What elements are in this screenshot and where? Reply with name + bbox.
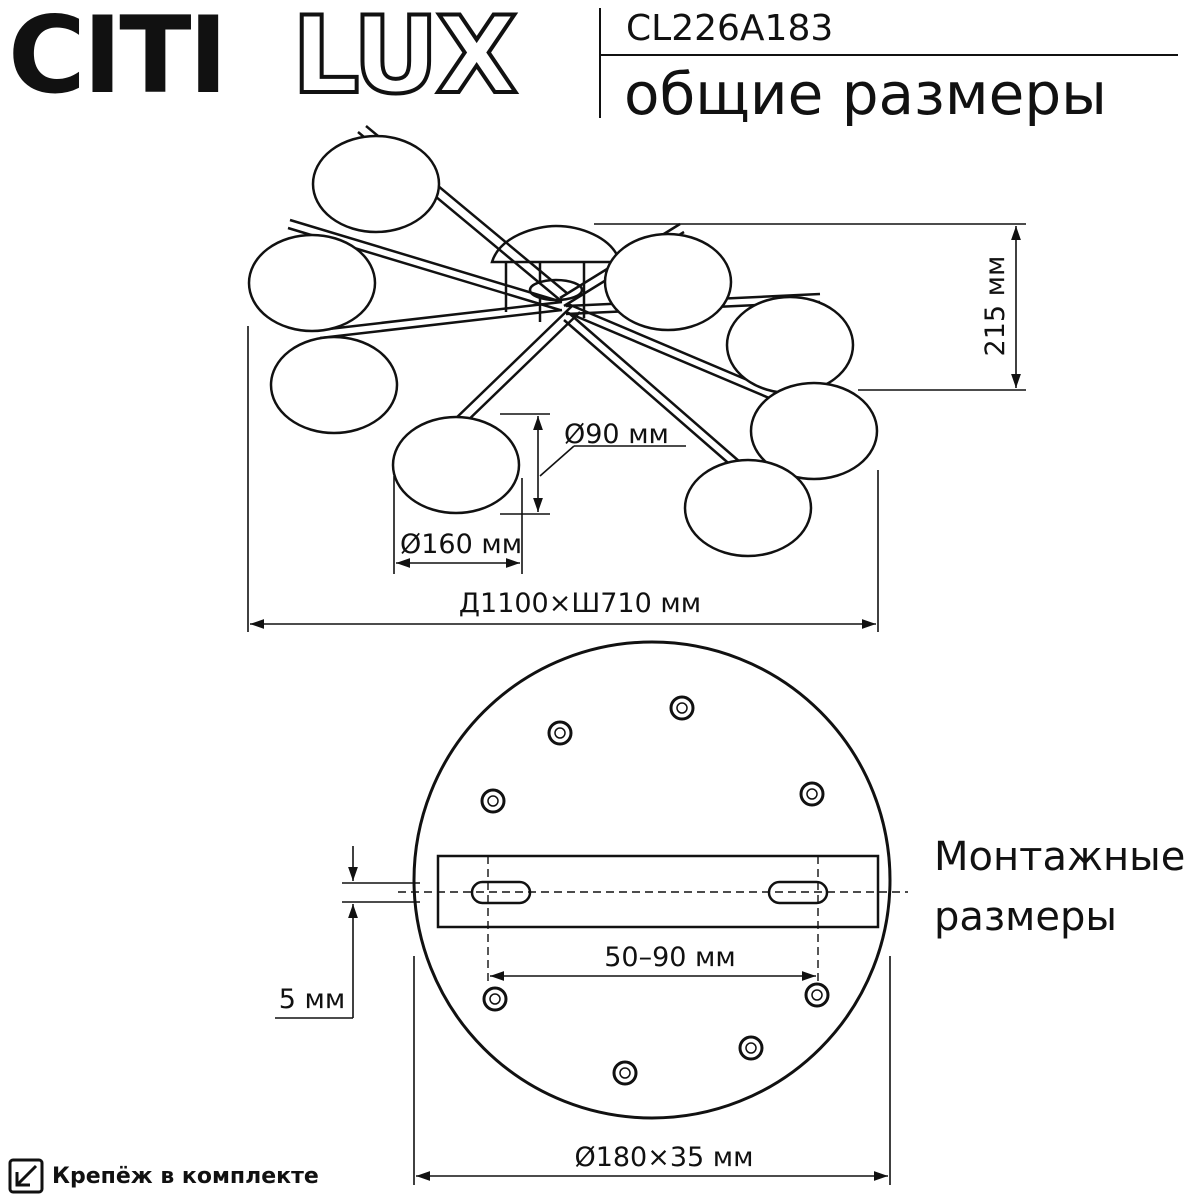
arm bbox=[319, 300, 563, 340]
hole-spacing-label: 50–90 мм bbox=[604, 942, 736, 973]
shade-width-label: Ø160 мм bbox=[400, 529, 522, 560]
glass-shade bbox=[749, 381, 879, 481]
glass-shade bbox=[683, 458, 813, 558]
hole bbox=[804, 982, 830, 1008]
dimension-lines-top bbox=[247, 223, 1026, 632]
shades bbox=[247, 134, 879, 558]
canopy bbox=[490, 224, 622, 264]
fasteners-note: Крепёж в комплекте bbox=[8, 1158, 319, 1194]
arm bbox=[563, 313, 741, 469]
glass-shade bbox=[311, 134, 441, 234]
hole bbox=[669, 695, 695, 721]
glass-shade bbox=[269, 335, 399, 435]
hole bbox=[612, 1060, 638, 1086]
base-circle bbox=[412, 640, 892, 1120]
mounting-label-line1: Монтажные bbox=[934, 834, 1185, 880]
base-dimension-label: Ø180×35 мм bbox=[574, 1142, 753, 1173]
fixing-holes bbox=[480, 695, 830, 1086]
shade-height-label: Ø90 мм bbox=[564, 419, 669, 450]
page-subtitle: общие размеры bbox=[624, 60, 1107, 128]
hole bbox=[799, 781, 825, 807]
mounting-base bbox=[412, 640, 892, 1120]
hole bbox=[738, 1035, 764, 1061]
logo-text-lux: LUX bbox=[292, 0, 516, 117]
center-lines bbox=[398, 856, 908, 985]
hole bbox=[547, 720, 573, 746]
mounting-label-line2: размеры bbox=[934, 894, 1117, 940]
hole bbox=[480, 788, 506, 814]
overall-dimension-label: Д1100×Ш710 мм bbox=[459, 588, 701, 619]
model-number: CL226A183 bbox=[626, 8, 833, 49]
chandelier-side-view bbox=[247, 125, 879, 558]
hole bbox=[482, 986, 508, 1012]
arrow-down-left-icon bbox=[8, 1158, 44, 1194]
fasteners-note-text: Крепёж в комплекте bbox=[52, 1164, 319, 1189]
glass-shade bbox=[247, 233, 377, 333]
glass-shade bbox=[725, 295, 855, 395]
height-dimension-label: 215 мм bbox=[980, 256, 1011, 357]
glass-shade bbox=[603, 232, 733, 332]
arm bbox=[451, 305, 581, 429]
glass-shade bbox=[391, 415, 521, 515]
hole-offset-label: 5 мм bbox=[279, 984, 346, 1015]
dimension-lines-bottom bbox=[275, 846, 891, 1185]
logo-text-citi: CITI bbox=[8, 0, 225, 117]
brand-logo: CITI LUX bbox=[8, 0, 521, 119]
